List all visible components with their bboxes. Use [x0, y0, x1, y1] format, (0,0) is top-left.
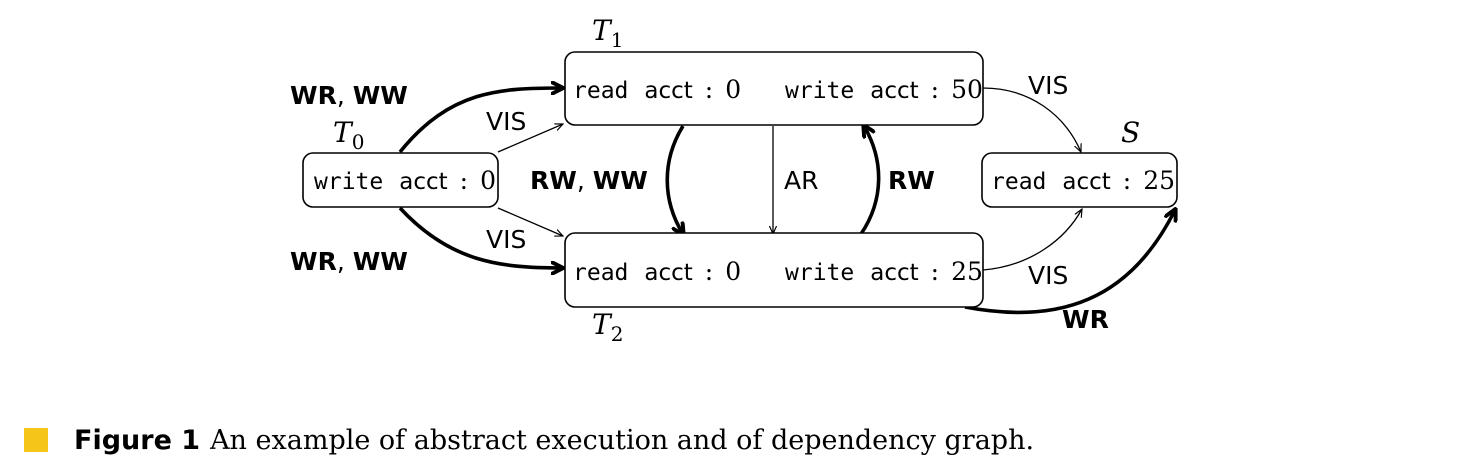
op-variable: acct	[870, 260, 918, 286]
op-keyword: write	[785, 78, 854, 104]
edge-label-t0-t1-vis: VIS	[486, 107, 526, 136]
node-t0-box	[302, 152, 499, 208]
op-keyword: read	[991, 169, 1046, 195]
op-value: 25	[951, 257, 983, 286]
svg-text:write acct :: write acct : 25	[785, 257, 983, 286]
edge-label-t0-t2-vis: VIS	[486, 225, 526, 254]
op-colon: :	[931, 75, 939, 104]
op-value: 0	[480, 166, 496, 195]
edge-label-t2-s-vis: VIS	[1028, 261, 1068, 290]
node-t0: write acct : 0 T0	[302, 116, 499, 208]
op-colon: :	[931, 257, 939, 286]
svg-text:write acct :: write acct : 0	[314, 166, 496, 195]
edge-label-t1-s-vis: VIS	[1028, 71, 1068, 100]
node-s: read acct : 25 S	[981, 116, 1178, 208]
op-variable: acct	[870, 78, 918, 104]
op-colon: :	[705, 75, 713, 104]
node-t2-label: T2	[592, 308, 623, 346]
op-colon: :	[460, 166, 468, 195]
edge-label-t2-t1-rw: RW	[888, 166, 935, 195]
op-keyword: write	[314, 169, 383, 195]
op-keyword: write	[785, 260, 854, 286]
edge-label-t0-t1-deps: WR, WW	[290, 81, 408, 110]
caption-marker-square	[24, 428, 48, 452]
svg-text:read acct :: read acct : 0	[573, 257, 741, 286]
figure-caption: Figure 1 An example of abstract executio…	[24, 420, 1034, 460]
edge-t0-t1-vis	[497, 124, 563, 153]
op-colon: :	[1123, 166, 1131, 195]
node-t1-label: T1	[592, 14, 623, 52]
edge-t1-s-vis	[982, 87, 1081, 152]
edge-t0-t2-vis	[497, 207, 563, 236]
edge-t0-t1-wr-ww	[398, 88, 562, 154]
edge-t2-s-vis	[982, 209, 1082, 271]
edge-t0-t2-wr-ww	[398, 206, 562, 268]
edge-t2-s-wr	[964, 210, 1175, 315]
svg-text:write acct :: write acct : 50	[785, 75, 983, 104]
caption-text: An example of abstract execution and of …	[210, 424, 1035, 456]
edge-t1-t2-rw-ww	[665, 125, 683, 234]
op-variable: acct	[644, 260, 692, 286]
edge-label-t1-t2-deps: RW, WW	[530, 166, 648, 195]
op-variable: acct	[399, 169, 447, 195]
svg-text:read acct :: read acct : 25	[991, 166, 1175, 195]
node-t2: read acct : 0 write acct : 25 T2	[564, 232, 984, 346]
node-t1-box	[564, 51, 984, 126]
edge-label-t0-t2-deps: WR, WW	[290, 247, 408, 276]
caption-label: Figure 1	[74, 424, 201, 456]
edge-label-t2-s-wr: WR	[1062, 305, 1109, 334]
op-value: 0	[725, 257, 741, 286]
edge-label-t1-t2-ar: AR	[784, 166, 818, 195]
op-colon: :	[705, 257, 713, 286]
node-s-label: S	[1121, 116, 1140, 149]
node-t2-box	[564, 232, 984, 308]
node-t0-label: T0	[333, 116, 364, 154]
op-value: 25	[1143, 166, 1175, 195]
node-t1: read acct : 0 write acct : 50 T1	[564, 14, 984, 126]
op-value: 50	[951, 75, 983, 104]
node-s-box	[981, 152, 1178, 208]
op-variable: acct	[644, 78, 692, 104]
edge-t2-t1-rw	[859, 126, 881, 236]
svg-text:read acct :: read acct : 0	[573, 75, 741, 104]
op-variable: acct	[1062, 169, 1110, 195]
op-keyword: read	[573, 260, 628, 286]
op-value: 0	[725, 75, 741, 104]
op-keyword: read	[573, 78, 628, 104]
